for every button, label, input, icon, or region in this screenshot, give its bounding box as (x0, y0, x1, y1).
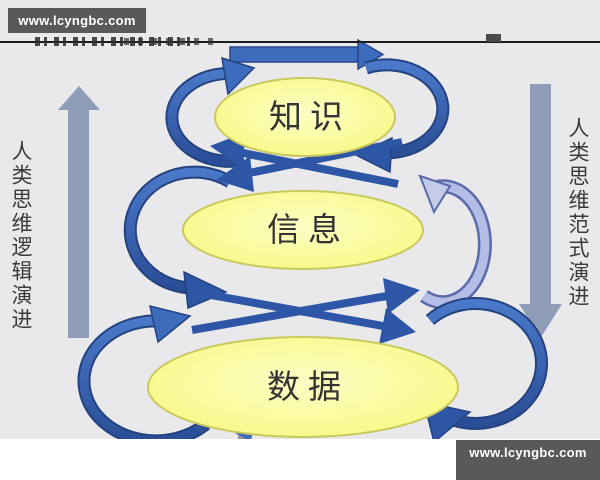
node-information-label: 信息 (267, 211, 349, 248)
knowledge-cycle-arrow-icon (165, 56, 450, 174)
left-up-arrow-icon (58, 86, 100, 338)
cropped-dark-tab (486, 34, 501, 42)
right-axis-label: 人类思维范式演进 (566, 117, 589, 309)
watermark-top-left: www.lcyngbc.com (8, 8, 146, 33)
information-data-cross-arrows (191, 278, 420, 344)
cropped-text-fragment-2 (120, 38, 215, 45)
node-information: 信息 (182, 190, 424, 270)
node-knowledge-label: 知识 (269, 98, 351, 135)
node-data: 数据 (147, 336, 459, 438)
node-data-label: 数据 (267, 368, 349, 405)
watermark-bottom-right: www.lcyngbc.com (456, 440, 600, 480)
knowledge-information-cross-arrows (210, 132, 403, 192)
left-axis-label: 人类思维逻辑演进 (9, 140, 32, 332)
node-knowledge: 知识 (214, 77, 396, 157)
top-divider-line (0, 41, 600, 43)
cropped-text-fragment (35, 37, 190, 46)
top-right-arrow-icon (229, 38, 385, 71)
right-down-arrow-icon (519, 84, 562, 338)
